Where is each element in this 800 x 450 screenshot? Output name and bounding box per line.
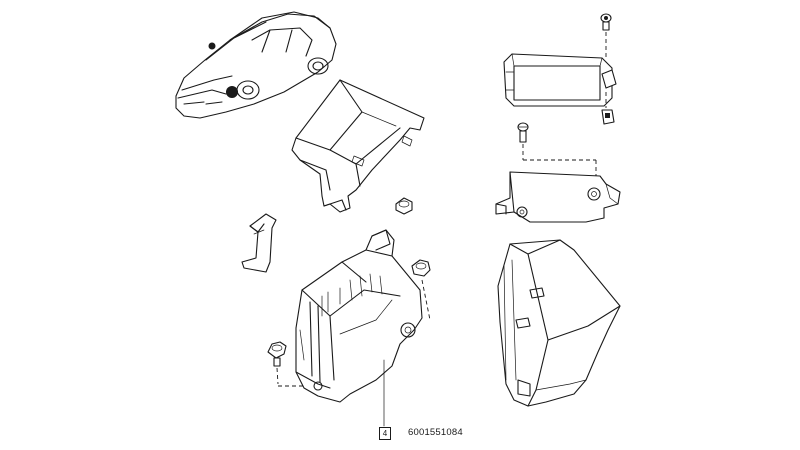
fastener-nut: [395, 197, 413, 215]
mounting-plate: [495, 171, 621, 223]
tray-bolt: [411, 259, 431, 321]
battery-housing: [497, 239, 621, 407]
control-module: [503, 53, 617, 107]
battery-tray: [295, 229, 423, 403]
car-illustration: [175, 11, 337, 119]
part-number-label: 6001551084: [408, 427, 463, 438]
retaining-clip: [241, 213, 277, 273]
module-screw: [600, 13, 612, 108]
module-connector: [601, 109, 615, 125]
plate-screw: [517, 122, 597, 176]
battery-cover: [291, 79, 425, 213]
mounting-bolt: [267, 341, 306, 387]
part-location-marker: [226, 86, 238, 98]
callout-index-box: 4: [379, 427, 391, 440]
